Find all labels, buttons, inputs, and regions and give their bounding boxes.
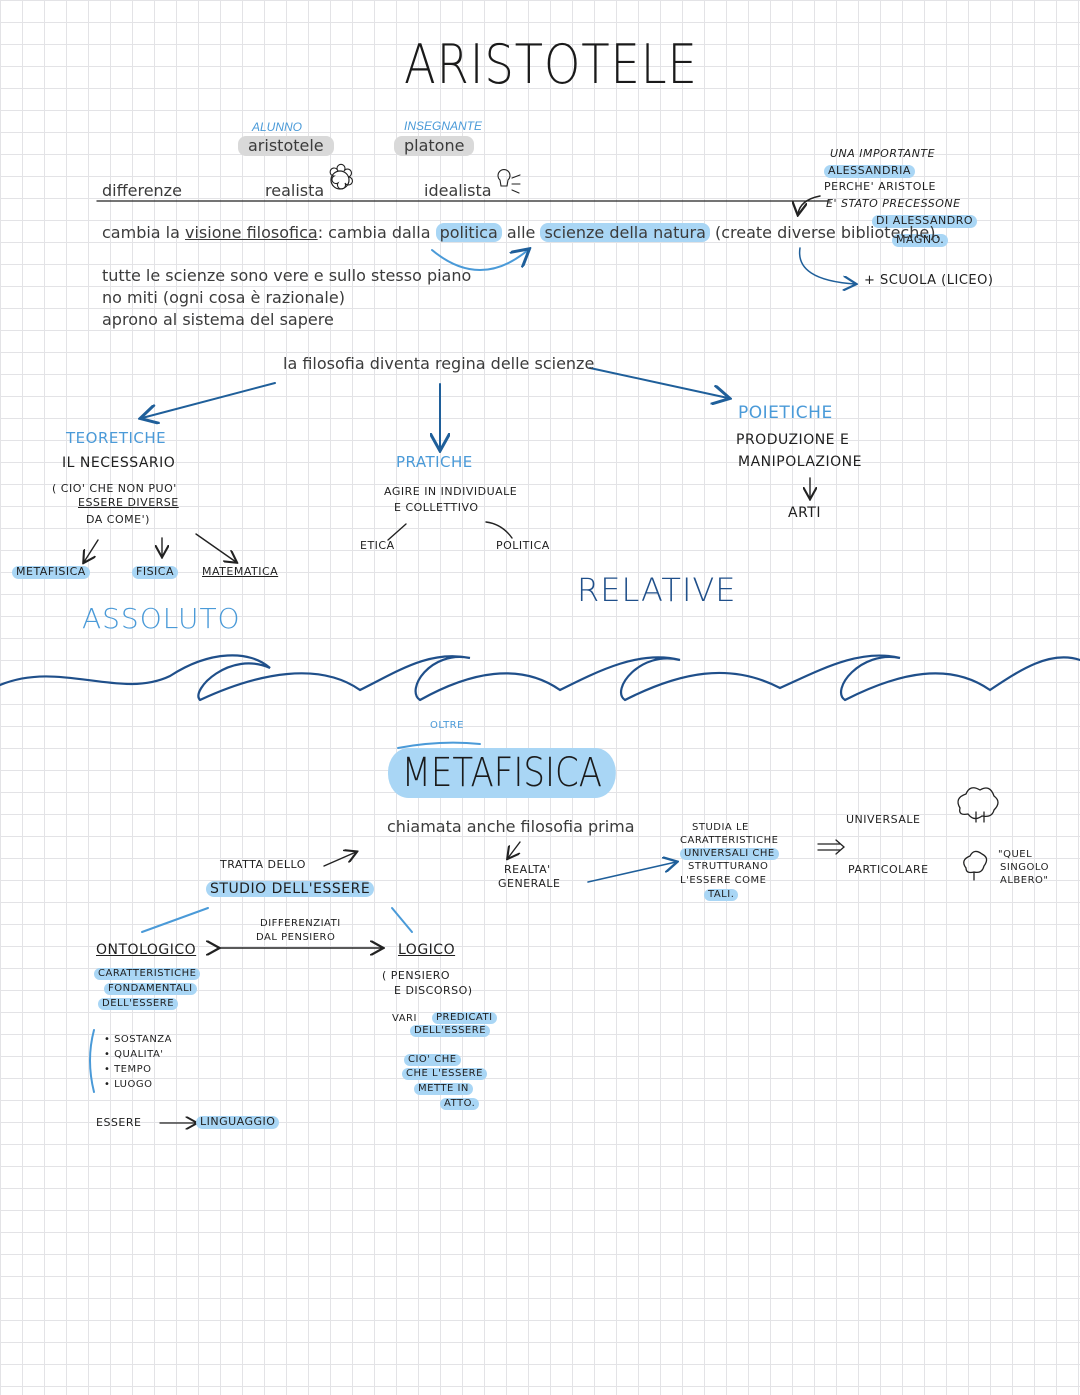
teoretiche-line: ( CIO' CHE NON PUO' bbox=[52, 482, 177, 495]
sentence-part: (create diverse biblioteche). bbox=[709, 223, 941, 242]
list-item-text: TEMPO bbox=[114, 1064, 152, 1075]
alunno-name: aristotele bbox=[238, 136, 334, 157]
page-title: ARISTOTELE bbox=[404, 33, 698, 96]
insegnante-label: INSEGNANTE bbox=[404, 119, 483, 133]
list-item-text: LUOGO bbox=[114, 1079, 153, 1090]
linguaggio-label: LINGUAGGIO bbox=[196, 1115, 280, 1129]
studia-line: UNIVERSALI CHE bbox=[680, 848, 779, 860]
politica-item: POLITICA bbox=[496, 539, 550, 552]
albero-line: "QUEL bbox=[998, 849, 1033, 860]
regina-label: la filosofia diventa regina delle scienz… bbox=[283, 354, 595, 373]
sentence-part: cambia la bbox=[102, 223, 186, 242]
essere-label: ESSERE bbox=[96, 1116, 142, 1129]
tree-icon-particolare bbox=[963, 850, 988, 881]
cio-line: CIO' CHE bbox=[404, 1054, 461, 1066]
poietiche-line: MANIPOLAZIONE bbox=[738, 454, 862, 470]
lightbulb-icon bbox=[497, 169, 511, 187]
realista-label: realista bbox=[265, 181, 325, 200]
list-item: • QUALITA' bbox=[104, 1049, 164, 1060]
wave-divider bbox=[0, 654, 1080, 702]
realta-line: REALTA' bbox=[504, 863, 551, 876]
side-note-line: PERCHE' ARISTOLE bbox=[824, 180, 936, 193]
studia-line: L'ESSERE COME bbox=[680, 875, 767, 886]
scuola-note: + SCUOLA (LICEO) bbox=[864, 273, 994, 288]
albero-line: ALBERO" bbox=[1000, 875, 1049, 886]
idealista-label: idealista bbox=[424, 181, 492, 200]
note-line: no miti (ogni cosa è razionale) bbox=[102, 288, 345, 307]
cio-line: METTE IN bbox=[414, 1083, 473, 1095]
politica-highlight: politica bbox=[435, 223, 502, 242]
politica-arrow bbox=[431, 250, 528, 271]
cio-line: CHE L'ESSERE bbox=[402, 1068, 487, 1080]
poietiche-line: PRODUZIONE E bbox=[736, 432, 850, 448]
side-note-line: E' STATO PRECESSONE bbox=[826, 197, 961, 210]
oltre-label: OLTRE bbox=[430, 720, 464, 731]
particolare-label: PARTICOLARE bbox=[848, 863, 929, 876]
flower-icon bbox=[330, 170, 350, 190]
note-line: tutte le scienze sono vere e sullo stess… bbox=[102, 266, 472, 285]
ontologico-line: FONDAMENTALI bbox=[104, 983, 197, 995]
differenze-label: differenze bbox=[102, 181, 182, 200]
alunno-label: ALUNNO bbox=[252, 120, 303, 134]
logico-line: E DISCORSO) bbox=[394, 984, 473, 997]
vari-label: VARI bbox=[392, 1013, 417, 1024]
side-note-line: MAGNO. bbox=[892, 233, 949, 247]
logico-title: LOGICO bbox=[398, 942, 456, 958]
tree-icon-universale bbox=[957, 787, 999, 823]
studio-essere: STUDIO DELL'ESSERE bbox=[206, 881, 375, 898]
cambia-sentence: cambia la visione filosofica: cambia dal… bbox=[102, 223, 941, 242]
studia-line: TALI. bbox=[704, 889, 739, 901]
sentence-part: alle bbox=[501, 223, 541, 242]
ontologico-line: DELL'ESSERE bbox=[98, 998, 179, 1010]
poietiche-title: POIETICHE bbox=[738, 403, 833, 423]
cio-line: ATTO. bbox=[440, 1098, 480, 1110]
pratiche-title: PRATICHE bbox=[396, 453, 473, 471]
studia-line: STUDIA LE bbox=[692, 822, 749, 833]
note-line: aprono al sistema del sapere bbox=[102, 310, 334, 329]
teoretiche-line: IL NECESSARIO bbox=[62, 455, 176, 471]
arti-label: ARTI bbox=[788, 505, 821, 521]
relative-label: RELATIVE bbox=[577, 571, 737, 609]
list-item: • TEMPO bbox=[104, 1064, 152, 1075]
side-note-line: ALESSANDRIA bbox=[824, 164, 915, 178]
teoretiche-line: ESSERE DIVERSE bbox=[78, 496, 179, 509]
etica-item: ETICA bbox=[360, 539, 395, 552]
list-item-text: QUALITA' bbox=[114, 1049, 164, 1060]
scienze-highlight: scienze della natura bbox=[540, 223, 710, 242]
tratta-label: TRATTA DELLO bbox=[220, 858, 306, 871]
predicati-line: PREDICATI bbox=[432, 1012, 497, 1024]
albero-line: SINGOLO bbox=[1000, 862, 1049, 873]
pratiche-line: E COLLETTIVO bbox=[394, 501, 479, 514]
predicati-line: DELL'ESSERE bbox=[410, 1025, 491, 1037]
ontologico-title: ONTOLOGICO bbox=[96, 942, 197, 958]
metafisica-title: METAFISICA bbox=[388, 748, 616, 798]
realta-line: GENERALE bbox=[498, 877, 561, 890]
teoretiche-title: TEORETICHE bbox=[66, 429, 167, 447]
visione-filosofica: visione filosofica bbox=[185, 223, 318, 242]
metafisica-item: METAFISICA bbox=[12, 565, 90, 579]
list-item-text: SOSTANZA bbox=[114, 1034, 172, 1045]
side-note-line: DI ALESSANDRO bbox=[872, 214, 978, 228]
universale-label: UNIVERSALE bbox=[846, 813, 921, 826]
logico-line: ( PENSIERO bbox=[382, 969, 451, 982]
differenziati-line: DIFFERENZIATI bbox=[260, 918, 341, 929]
assoluto-label: ASSOLUTO bbox=[82, 602, 241, 635]
side-note-line: UNA IMPORTANTE bbox=[830, 147, 936, 160]
sentence-part: : cambia dalla bbox=[317, 223, 436, 242]
insegnante-name: platone bbox=[394, 136, 475, 157]
fisica-item: FISICA bbox=[132, 565, 179, 579]
pratiche-line: AGIRE IN INDIVIDUALE bbox=[384, 485, 518, 498]
list-item: • LUOGO bbox=[104, 1079, 153, 1090]
studia-line: CARATTERISTICHE bbox=[680, 835, 779, 846]
ontologico-line: CARATTERISTICHE bbox=[94, 968, 201, 980]
studia-line: STRUTTURANO bbox=[688, 861, 769, 872]
list-item: • SOSTANZA bbox=[104, 1034, 172, 1045]
metafisica-subtitle: chiamata anche filosofia prima bbox=[387, 817, 635, 836]
differenziati-line: DAL PENSIERO bbox=[256, 932, 336, 943]
teoretiche-line: DA COME') bbox=[86, 513, 150, 526]
matematica-item: MATEMATICA bbox=[202, 565, 279, 578]
